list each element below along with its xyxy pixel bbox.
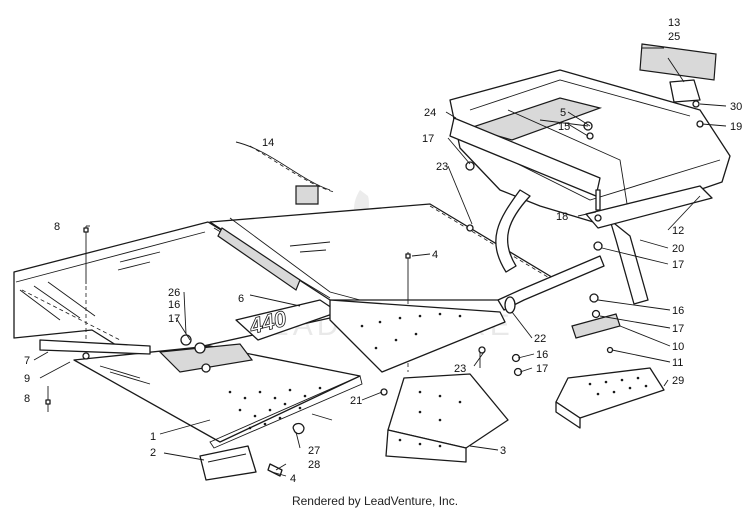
callout-14: 14 [262,137,274,149]
callout-23: 23 [436,161,448,173]
callout-21: 21 [350,395,362,407]
footer-credit: Rendered by LeadVenture, Inc. [291,494,459,508]
callout-16: 16 [168,299,180,311]
callout-18: 18 [556,211,568,223]
callout-8: 8 [54,221,60,233]
callout-2: 2 [150,447,156,459]
callout-23: 23 [454,363,466,375]
callout-7: 7 [24,355,30,367]
callout-5: 5 [560,107,566,119]
callout-17: 17 [536,363,548,375]
callout-30: 30 [730,101,742,113]
tube [497,255,605,314]
callout-11: 11 [672,357,683,369]
foot-block [555,367,665,429]
left-running-board [73,345,363,449]
callout-16: 16 [672,305,684,317]
callout-4: 4 [432,249,438,261]
callout-22: 22 [534,333,546,345]
right-footrest [385,373,509,463]
callout-1: 1 [150,431,156,443]
callout-17: 17 [672,323,684,335]
callout-29: 29 [672,375,684,387]
top-bracket [639,43,717,103]
callout-labels: 8 7 9 8 1 2 26 16 17 6 14 27 28 4 21 4 2… [24,17,742,485]
callout-13: 13 [668,17,680,29]
callout-27: 27 [308,445,320,457]
callout-15: 15 [558,121,570,133]
left-bracket [39,339,151,360]
cover-plate [199,445,257,481]
center-rail [329,299,506,373]
callout-20: 20 [672,243,684,255]
callout-9: 9 [24,373,30,385]
callout-16: 16 [536,349,548,361]
step-plate [585,185,713,229]
callout-12: 12 [672,225,684,237]
callout-3: 3 [500,445,506,457]
small-decal [295,185,319,205]
callout-17: 17 [168,313,180,325]
callout-28: 28 [308,459,320,471]
leader-lines [33,47,727,477]
callout-10: 10 [672,341,684,353]
bumper-side-tube [495,189,649,305]
callout-17: 17 [672,259,684,271]
callout-6: 6 [238,293,244,305]
callout-19: 19 [730,121,742,133]
callout-8: 8 [24,393,30,405]
callout-25: 25 [668,31,680,43]
callout-26: 26 [168,287,180,299]
callout-4: 4 [290,473,296,485]
callout-17: 17 [422,133,434,145]
small-fasteners [267,413,333,477]
callout-24: 24 [424,107,436,119]
